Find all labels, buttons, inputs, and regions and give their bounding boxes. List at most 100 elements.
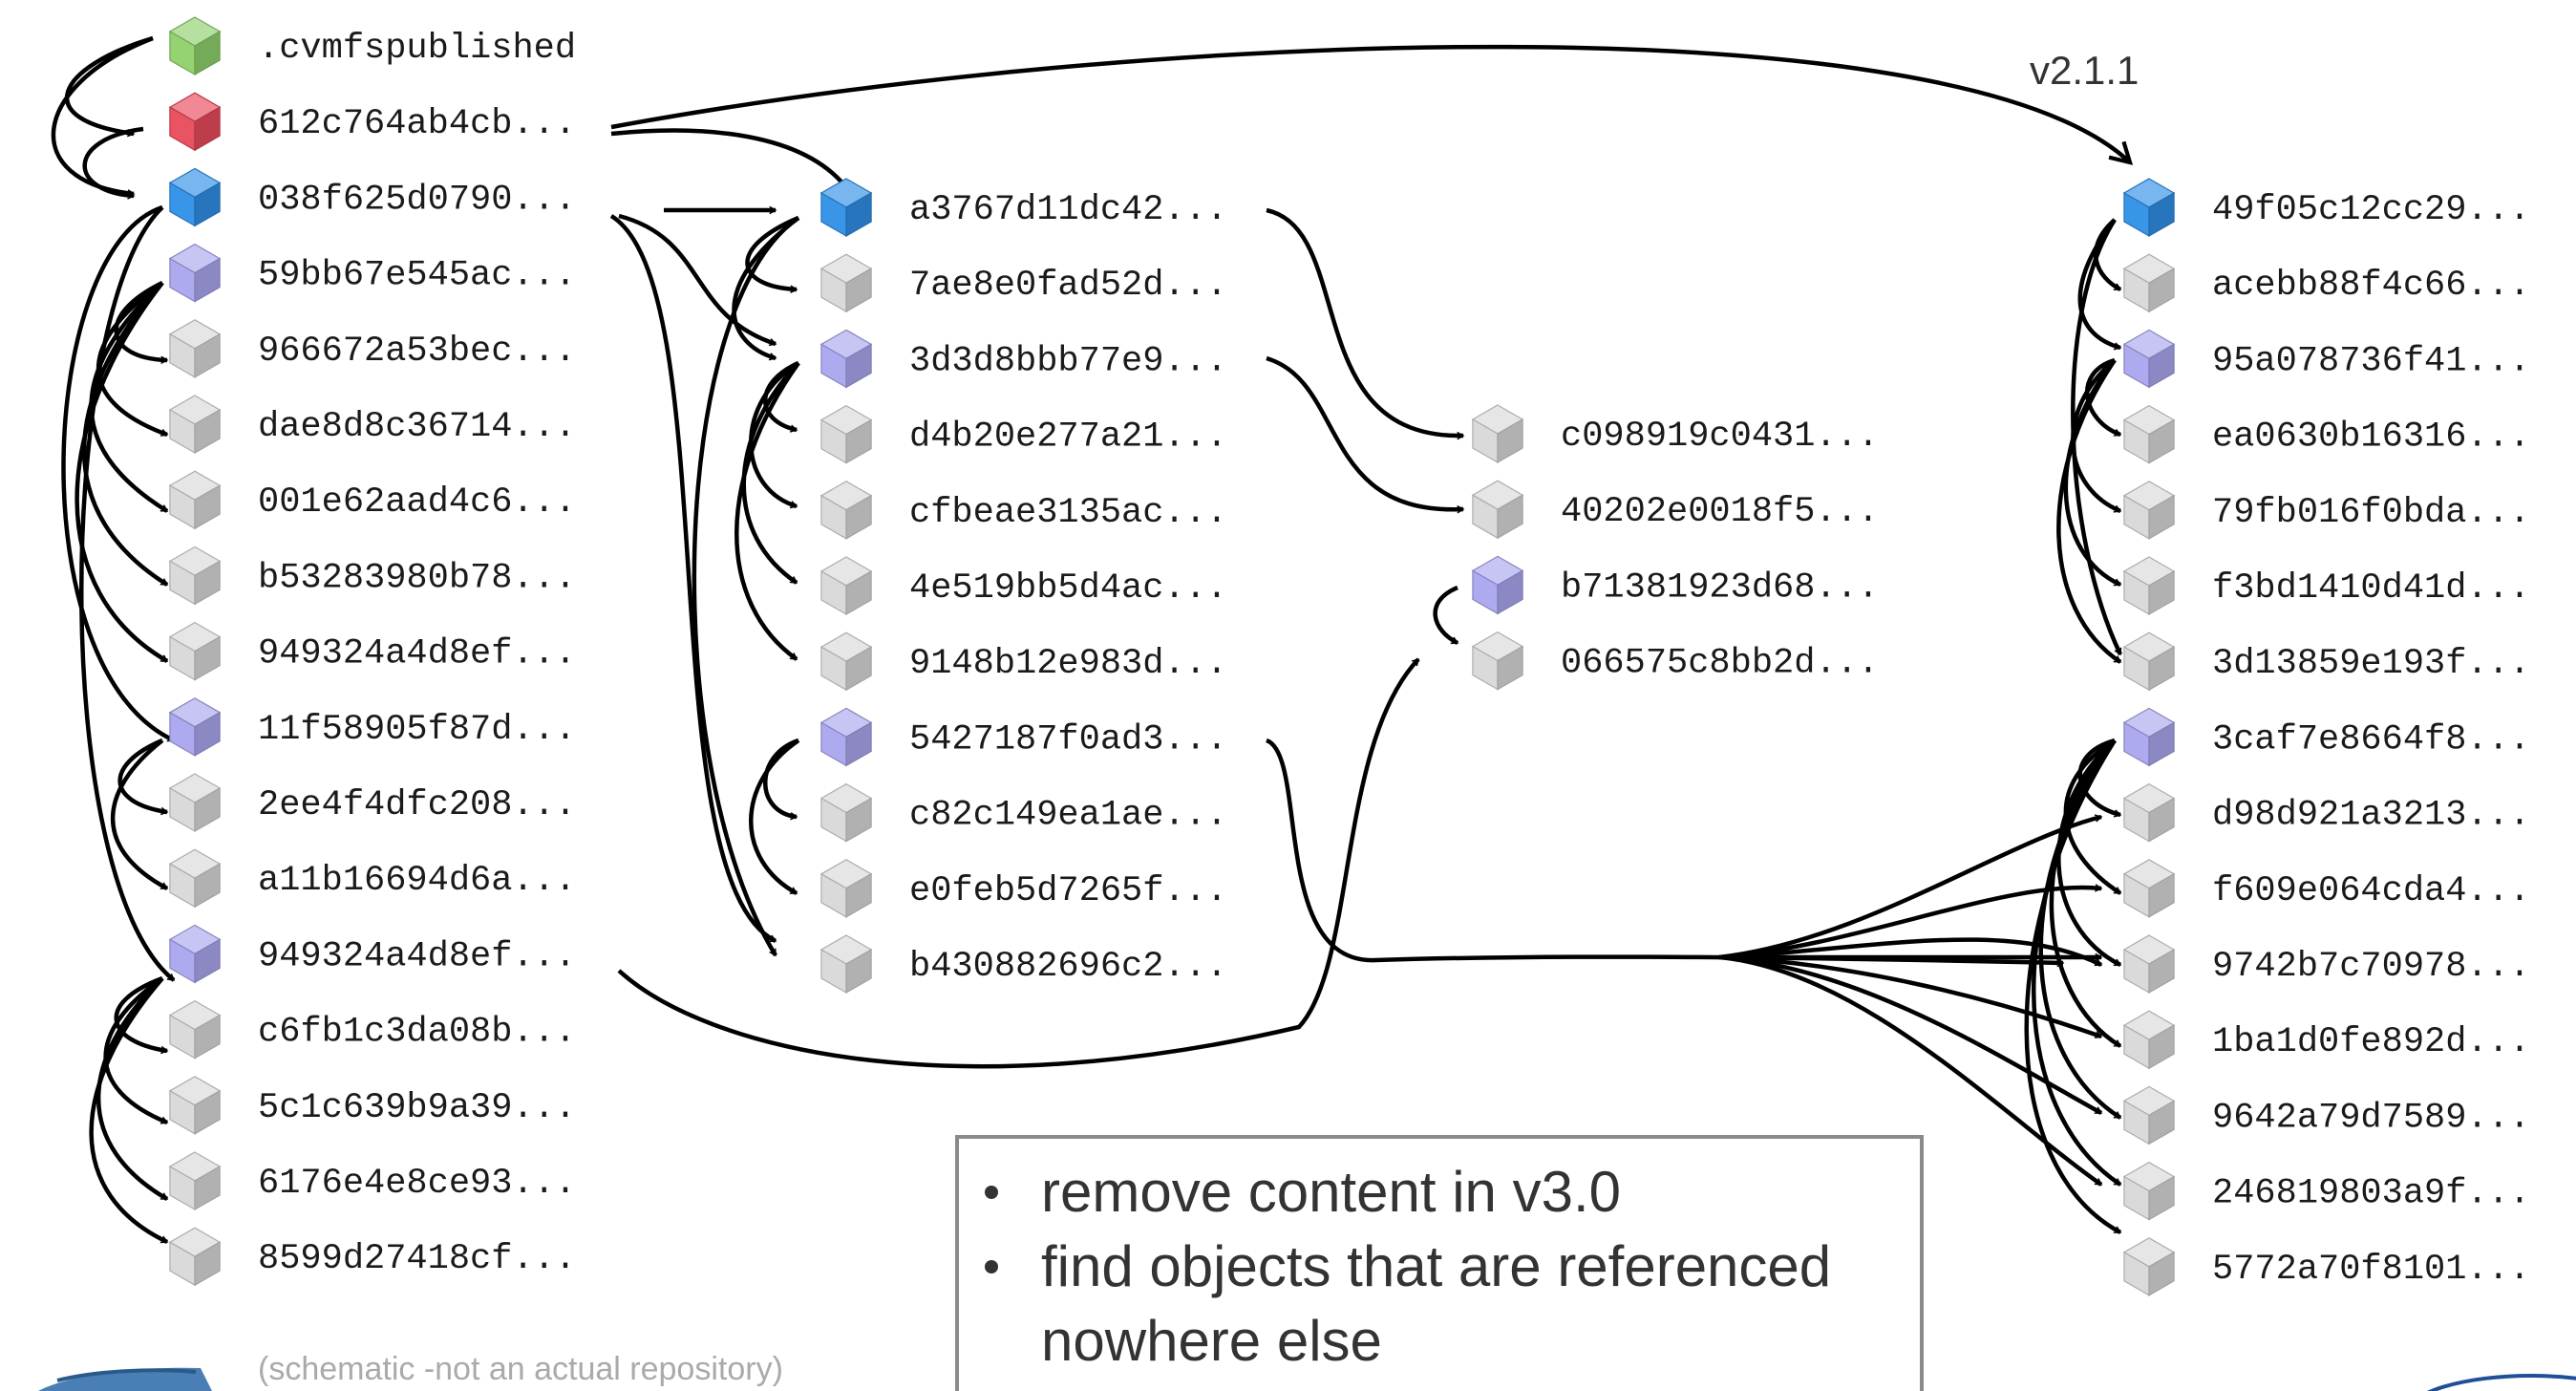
reference-arrow: [1718, 954, 2103, 1039]
object-row[interactable]: b53283980b78...: [168, 546, 576, 606]
object-hash-label: 246819803a9f...: [2212, 1174, 2530, 1214]
object-row[interactable]: f609e064cda4...: [2122, 859, 2530, 918]
object-hash-label: b53283980b78...: [258, 558, 576, 598]
object-hash-label: e0feb5d7265f...: [909, 871, 1227, 911]
reference-arrow: [1266, 355, 1465, 514]
object-row[interactable]: c098919c0431...: [1471, 404, 1879, 464]
object-row[interactable]: 1ba1d0fe892d...: [2122, 1010, 2530, 1070]
note-bullet-text: nowhere else: [1041, 1309, 1382, 1373]
object-row[interactable]: 79fb016f0bda...: [2122, 481, 2530, 540]
object-row[interactable]: 2ee4f4dfc208...: [168, 773, 576, 833]
object-cube-icon: [168, 1227, 222, 1287]
object-cube-icon: [2122, 404, 2176, 464]
reference-arrow: [1265, 738, 2065, 968]
object-row[interactable]: 11f58905f87d...: [168, 697, 576, 757]
bullet-icon: [985, 1260, 998, 1273]
object-row[interactable]: c6fb1c3da08b...: [168, 999, 576, 1059]
object-hash-label: 3caf7e8664f8...: [2212, 719, 2530, 760]
object-row[interactable]: 9148b12e983d...: [820, 631, 1227, 692]
object-row[interactable]: 5c1c639b9a39...: [168, 1076, 576, 1135]
object-row[interactable]: b71381923d68...: [1471, 555, 1879, 615]
object-row[interactable]: acebb88f4c66...: [2122, 253, 2530, 313]
object-cube-icon: [168, 999, 222, 1059]
object-hash-label: a3767d11dc42...: [909, 190, 1227, 230]
object-row[interactable]: 966672a53bec...: [168, 319, 576, 378]
object-row[interactable]: 949324a4d8ef...: [168, 924, 576, 984]
reference-arrow: [734, 361, 800, 661]
object-row[interactable]: dae8d8c36714...: [168, 395, 576, 455]
object-row[interactable]: d98d921a3213...: [2122, 782, 2530, 843]
object-hash-label: 8599d27418cf...: [258, 1239, 576, 1279]
object-row[interactable]: 5772a70f8101...: [2122, 1237, 2530, 1296]
object-row[interactable]: 40202e0018f5...: [1471, 480, 1879, 540]
object-cube-icon: [820, 782, 873, 843]
object-cube-icon: [820, 707, 873, 767]
object-row[interactable]: 3caf7e8664f8...: [2122, 707, 2530, 767]
object-cube-icon: [820, 859, 873, 918]
object-cube-icon: [2122, 253, 2176, 313]
object-row[interactable]: a3767d11dc42...: [820, 178, 1227, 238]
reference-arrow: [763, 738, 799, 821]
object-hash-label: 5427187f0ad3...: [909, 719, 1227, 760]
object-hash-label: d4b20e277a21...: [909, 417, 1227, 458]
object-cube-icon: [2122, 329, 2176, 389]
object-row[interactable]: 066575c8bb2d...: [1471, 631, 1879, 691]
object-cube-icon: [820, 329, 873, 389]
object-row[interactable]: 612c764ab4cb...: [168, 92, 576, 152]
reference-arrow: [89, 281, 169, 513]
reference-arrow: [82, 126, 144, 200]
object-hash-label: cfbeae3135ac...: [909, 493, 1227, 533]
object-row[interactable]: .cvmfspublished: [168, 16, 576, 76]
object-hash-label: 612c764ab4cb...: [258, 104, 576, 144]
object-row[interactable]: cfbeae3135ac...: [820, 481, 1227, 540]
object-row[interactable]: f3bd1410d41d...: [2122, 556, 2530, 616]
object-row[interactable]: 4e519bb5d4ac...: [820, 556, 1227, 616]
object-hash-label: c6fb1c3da08b...: [258, 1013, 576, 1053]
object-cube-icon: [820, 556, 873, 616]
object-row[interactable]: a11b16694d6a...: [168, 848, 576, 909]
column-c2: a3767d11dc42... 7ae8e0fad52d... 3d3d8bbb77…: [820, 178, 1227, 995]
object-cube-icon: [820, 631, 873, 692]
object-row[interactable]: d4b20e277a21...: [820, 404, 1227, 464]
reference-arrow: [1718, 954, 2103, 1115]
object-row[interactable]: 49f05c12cc29...: [2122, 178, 2530, 238]
object-row[interactable]: 9742b7c70978...: [2122, 934, 2530, 995]
reference-arrow: [2085, 357, 2122, 438]
object-row[interactable]: 949324a4d8ef...: [168, 621, 576, 681]
reference-arrow: [2024, 738, 2122, 1234]
object-row[interactable]: b430882696c2...: [820, 934, 1227, 995]
object-hash-label: 966672a53bec...: [258, 332, 576, 372]
object-hash-label: acebb88f4c66...: [2212, 266, 2530, 306]
object-row[interactable]: 5427187f0ad3...: [820, 707, 1227, 767]
object-row[interactable]: 95a078736f41...: [2122, 329, 2530, 389]
object-row[interactable]: c82c149ea1ae...: [820, 782, 1227, 843]
object-row[interactable]: e0feb5d7265f...: [820, 859, 1227, 918]
reference-arrow: [81, 281, 169, 587]
column-c3: c098919c0431... 40202e0018f5... b71381923d…: [1471, 404, 1879, 691]
column-c1: .cvmfspublished 612c764ab4cb... 038f625d07…: [168, 16, 576, 1287]
object-cube-icon: [168, 395, 222, 455]
object-row[interactable]: 001e62aad4c6...: [168, 470, 576, 530]
object-row[interactable]: 038f625d0790...: [168, 167, 576, 227]
reference-arrow: [51, 35, 154, 198]
object-hash-label: 49f05c12cc29...: [2212, 190, 2530, 230]
reference-arrow: [89, 976, 169, 1245]
object-row[interactable]: 6176e4e8ce93...: [168, 1151, 576, 1211]
object-cube-icon: [1471, 631, 1524, 691]
object-row[interactable]: 246819803a9f...: [2122, 1161, 2530, 1221]
object-row[interactable]: ea0630b16316...: [2122, 404, 2530, 464]
object-row[interactable]: 3d3d8bbb77e9...: [820, 329, 1227, 389]
bullet-icon: [985, 1186, 998, 1199]
object-hash-label: 1ba1d0fe892d...: [2212, 1022, 2530, 1062]
object-row[interactable]: 7ae8e0fad52d...: [820, 253, 1227, 313]
reference-arrow: [75, 281, 169, 663]
object-hash-label: 038f625d0790...: [258, 180, 576, 220]
object-cube-icon: [168, 16, 222, 76]
object-row[interactable]: 8599d27418cf...: [168, 1227, 576, 1287]
reference-arrow: [1718, 954, 2103, 1187]
object-hash-label: 3d3d8bbb77e9...: [909, 341, 1227, 381]
object-row[interactable]: 9642a79d7589...: [2122, 1085, 2530, 1145]
object-row[interactable]: 3d13859e193f...: [2122, 631, 2530, 692]
object-row[interactable]: 59bb67e545ac...: [168, 243, 576, 303]
object-hash-label: 95a078736f41...: [2212, 341, 2530, 381]
